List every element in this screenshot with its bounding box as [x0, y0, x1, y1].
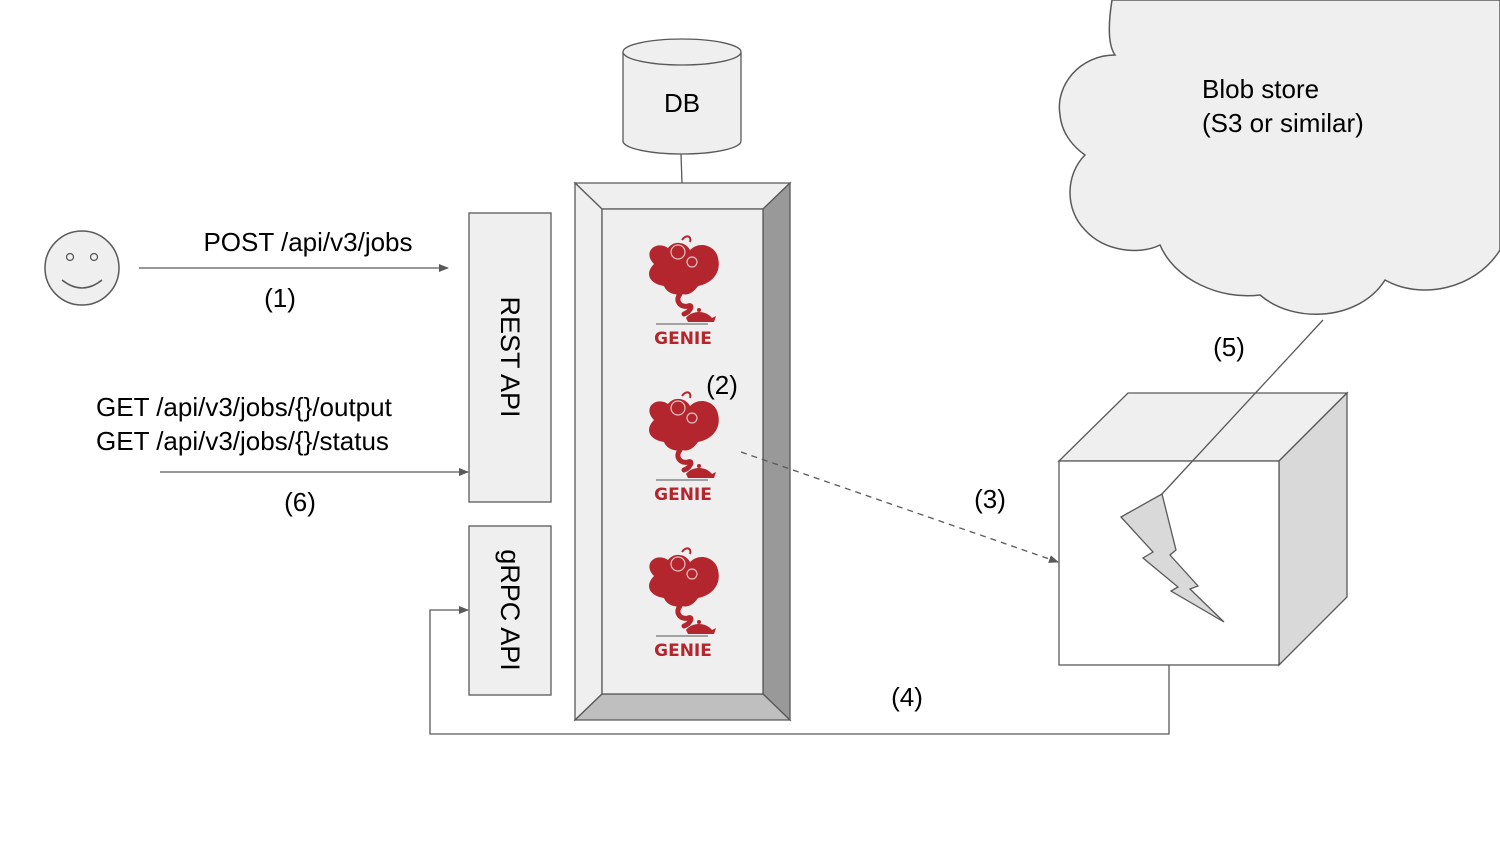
- agent-to-blob-line: [1161, 319, 1324, 495]
- get-status-endpoint-label: GET /api/v3/jobs/{}/status: [96, 426, 389, 456]
- step-5-label: (5): [1213, 332, 1245, 362]
- db-cylinder: DB: [622, 38, 742, 155]
- user-smiley-icon: [44, 230, 120, 306]
- genie-logo-text: GENIE: [654, 485, 712, 505]
- rest-api-box: REST API: [468, 212, 552, 503]
- genie-server-box: [573, 181, 792, 722]
- lightning-bolt-icon: [1119, 493, 1225, 623]
- agent-cube: [1057, 391, 1349, 667]
- db-connector-line: [680, 153, 683, 184]
- grpc-api-label: gRPC API: [495, 549, 525, 671]
- genie-logo-text: GENIE: [654, 329, 712, 349]
- get-output-endpoint-label: GET /api/v3/jobs/{}/output: [96, 392, 393, 422]
- genie-logo-text: GENIE: [654, 641, 712, 661]
- post-endpoint-label: POST /api/v3/jobs: [203, 227, 412, 257]
- step-2-label: (2): [706, 370, 738, 400]
- blob-store-cloud: Blob store (S3 or similar): [1058, 0, 1500, 315]
- step-4-label: (4): [891, 682, 923, 712]
- server-to-agent-dashed-arrow: [740, 451, 1059, 563]
- db-label: DB: [664, 88, 700, 118]
- rest-api-label: REST API: [495, 296, 525, 417]
- step-6-label: (6): [284, 487, 316, 517]
- genie-instance-2: GENIE: [649, 392, 719, 505]
- agent-to-grpc-arrow: [429, 606, 1170, 735]
- blob-store-label-line2: (S3 or similar): [1202, 108, 1364, 138]
- grpc-api-box: gRPC API: [468, 525, 552, 696]
- genie-instance-1: GENIE: [649, 236, 719, 349]
- genie-instance-3: GENIE: [649, 548, 719, 661]
- blob-store-label-line1: Blob store: [1202, 74, 1319, 104]
- step-3-label: (3): [974, 484, 1006, 514]
- step-1-label: (1): [264, 283, 296, 313]
